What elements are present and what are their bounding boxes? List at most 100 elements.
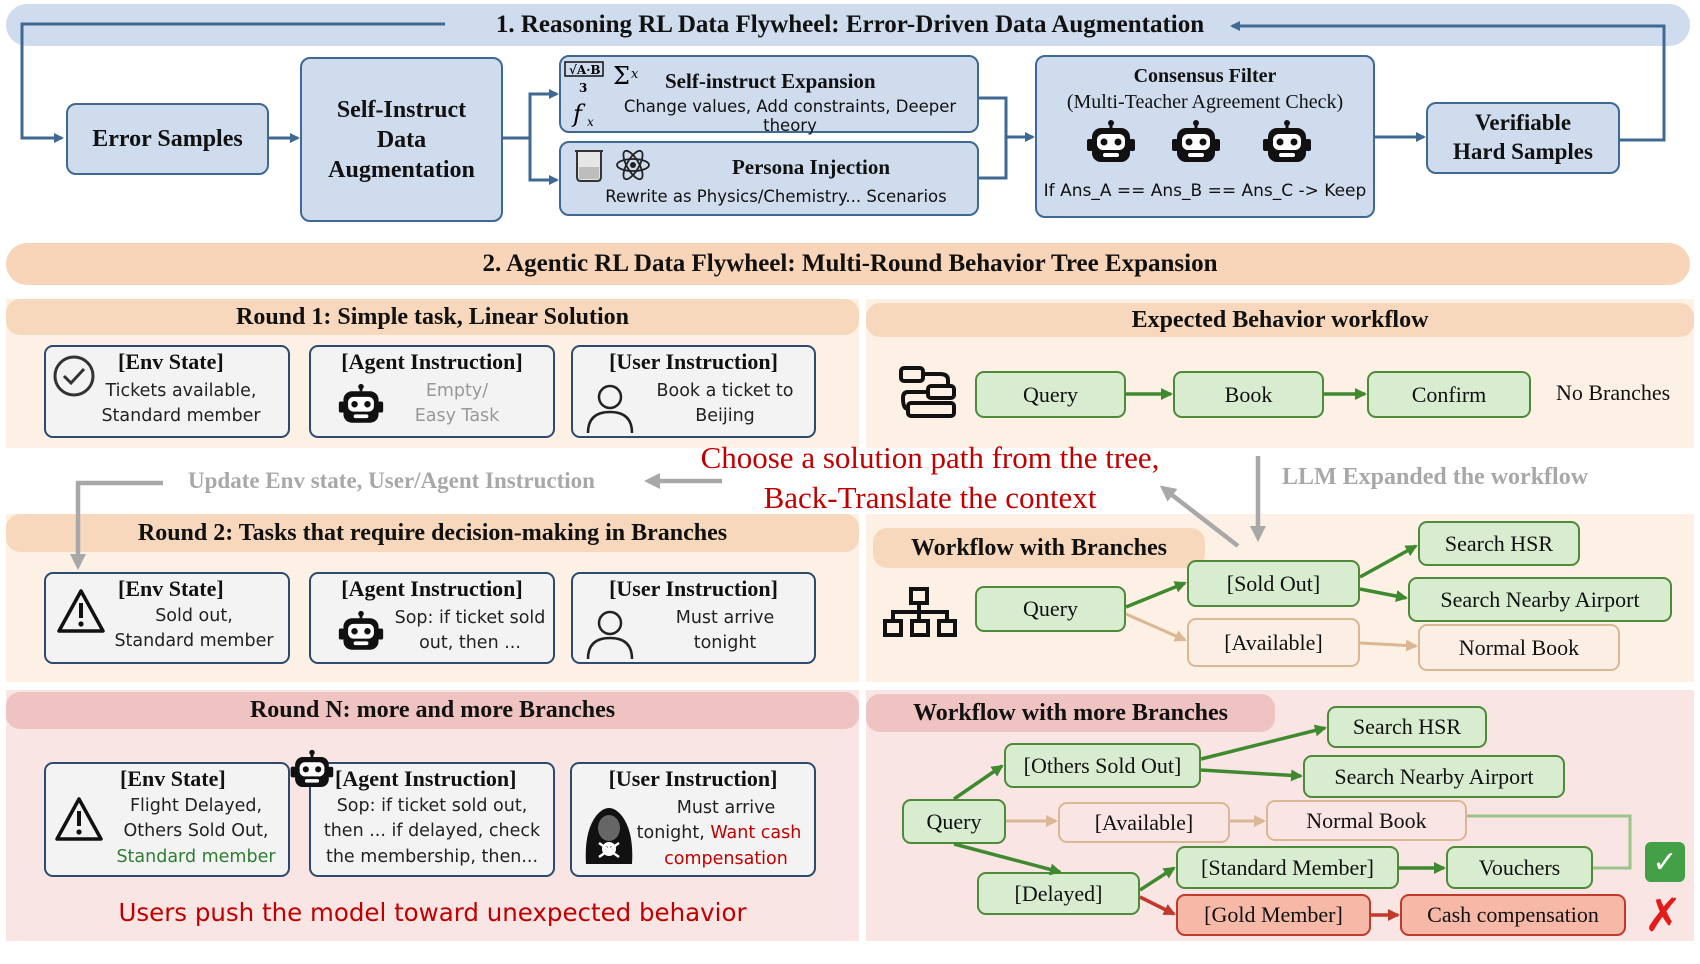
svg-text:x: x — [631, 67, 639, 82]
node-book: Book — [1173, 371, 1324, 418]
more-vouchers: Vouchers — [1446, 846, 1593, 889]
robot-icon — [337, 610, 385, 663]
user-line: Beijing — [695, 406, 755, 427]
update-label: Update Env state, User/Agent Instruction — [188, 468, 595, 493]
agent-body: Empty/ Easy Task — [387, 379, 527, 430]
branch-sold-out: [Sold Out] — [1187, 560, 1360, 607]
robot-icon — [1170, 119, 1222, 176]
workflow-icon — [898, 365, 958, 424]
roundN-agent-card: [Agent Instruction] Sop: if ticket sold … — [309, 762, 555, 877]
robot-icon — [1261, 119, 1313, 176]
consensus-rule: If Ans_A == Ans_B == Ans_C -> Keep — [1043, 181, 1367, 201]
verifiable-line1: Verifiable — [1474, 110, 1572, 136]
branch-available: [Available] — [1187, 618, 1360, 667]
more-search-hsr: Search HSR — [1327, 706, 1487, 748]
error-samples-box: Error Samples — [66, 103, 269, 175]
round2-agent-card: [Agent Instruction] Sop: if ticket sold … — [309, 572, 555, 664]
agent-title: [Agent Instruction] — [341, 349, 523, 374]
user-line-part: tonight, — [636, 823, 711, 844]
agent-line: Empty/ — [425, 381, 489, 401]
cross-icon: ✗ — [1643, 888, 1683, 942]
choose-line1: Choose a solution path from the tree, — [700, 440, 1160, 475]
persona-title: Persona Injection — [731, 155, 891, 179]
agent-line: the membership, then... — [325, 846, 539, 867]
warning-icon — [54, 796, 104, 847]
self-instruct-line3: Augmentation — [328, 156, 475, 183]
agent-title: [Agent Instruction] — [335, 766, 517, 791]
error-samples-label: Error Samples — [92, 126, 243, 152]
round1-env-card: [Env State] Tickets available, Standard … — [44, 345, 290, 438]
part2-title: 2. Agentic RL Data Flywheel: Multi-Round… — [482, 250, 1218, 277]
env-line: Standard member — [114, 631, 274, 652]
llm-label: LLM Expanded the workflow — [1282, 464, 1589, 490]
roundN-user-card: [User Instruction] Must arrive tonight, … — [570, 762, 816, 877]
agent-body: Sop: if ticket sold out, then ... — [387, 606, 553, 657]
self-instruct-line2: Data — [376, 126, 427, 153]
agent-line: out, then ... — [419, 633, 521, 654]
user-body: Must arrive tonight — [639, 606, 811, 657]
user-body: Must arrive tonight, Want cash compensat… — [637, 796, 814, 872]
agent-line: Sop: if ticket sold out, — [336, 796, 528, 816]
round1-agent-card: [Agent Instruction] Empty/ Easy Task — [309, 345, 555, 438]
user-icon — [585, 383, 635, 440]
self-instruct-box: Self-Instruct Data Augmentation — [300, 57, 503, 222]
user-line-compensation: compensation — [664, 848, 788, 869]
check-circle-icon — [52, 354, 96, 403]
branch-search-hsr: Search HSR — [1418, 521, 1580, 566]
env-title: [Env State] — [118, 576, 224, 601]
roundN-header: Round N: more and more Branches — [6, 692, 859, 729]
choose-label: Choose a solution path from the tree, Ba… — [660, 438, 1200, 519]
user-icon — [585, 609, 635, 666]
user-body: Book a ticket to Beijing — [639, 379, 811, 430]
more-query: Query — [902, 799, 1006, 844]
hierarchy-icon — [883, 587, 957, 642]
user-line: tonight — [693, 633, 757, 654]
more-branches-header: Workflow with more Branches — [866, 694, 1275, 732]
more-normal-book: Normal Book — [1266, 800, 1467, 841]
user-line: Book a ticket to — [656, 381, 794, 401]
expansion-desc: Change values, Add constraints, Deeper t… — [623, 97, 957, 135]
robot-icon-overlay — [289, 749, 335, 800]
more-delayed: [Delayed] — [977, 872, 1140, 915]
verifiable-line2: Hard Samples — [1453, 139, 1593, 164]
svg-text:Σ: Σ — [613, 62, 630, 90]
user-line: Must arrive — [676, 798, 776, 818]
persona-desc: Rewrite as Physics/Chemistry... Scenario… — [605, 187, 947, 206]
no-branches-label: No Branches — [1556, 380, 1671, 405]
more-gold-member: [Gold Member] — [1176, 894, 1371, 936]
expansion-box: √A·B 3 f x Σ x Self-instruct Expansion C… — [559, 55, 979, 135]
env-title: [Env State] — [120, 766, 226, 791]
user-line: Must arrive — [675, 608, 775, 628]
expansion-title: Self-instruct Expansion — [665, 69, 876, 93]
flask-icon — [573, 149, 605, 188]
env-title: [Env State] — [118, 349, 224, 374]
user-line-mixed: tonight, Want cash — [624, 821, 814, 846]
check-icon: ✓ — [1645, 842, 1685, 882]
node-confirm: Confirm — [1367, 371, 1531, 418]
more-standard-member: [Standard Member] — [1176, 846, 1399, 889]
part2-banner — [6, 243, 1690, 285]
user-title: [User Instruction] — [609, 576, 778, 601]
env-line: Standard member — [101, 406, 261, 427]
env-line-member: Standard member — [116, 846, 276, 867]
svg-text:√A·B: √A·B — [569, 63, 601, 77]
more-search-airport: Search Nearby Airport — [1303, 755, 1565, 798]
env-body: Flight Delayed, Others Sold Out, Standar… — [104, 794, 288, 870]
hacker-icon — [578, 802, 640, 871]
verifiable-box: Verifiable Hard Samples — [1426, 102, 1620, 174]
persona-box: Persona Injection Rewrite as Physics/Che… — [559, 141, 979, 216]
branch-normal-book: Normal Book — [1418, 624, 1620, 671]
env-body: Tickets available, Standard member — [76, 379, 286, 430]
branch-query: Query — [975, 586, 1126, 632]
user-line-cash: Want cash — [710, 823, 802, 844]
robot-icon — [337, 383, 385, 436]
env-line: Flight Delayed, — [129, 796, 263, 816]
round2-user-card: [User Instruction] Must arrive tonight — [571, 572, 816, 664]
self-instruct-line1: Self-Instruct — [336, 96, 467, 123]
more-others-sold-out: [Others Sold Out] — [1004, 743, 1201, 788]
agent-line: then ... if delayed, check — [323, 821, 541, 842]
atom-icon — [615, 147, 651, 188]
round2-header: Round 2: Tasks that require decision-mak… — [6, 514, 859, 552]
svg-text:3: 3 — [579, 81, 587, 95]
